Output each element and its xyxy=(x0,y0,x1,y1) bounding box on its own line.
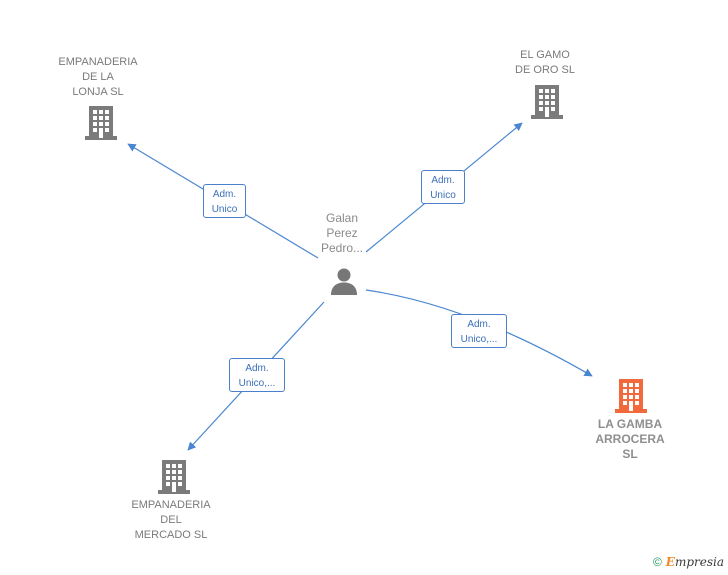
company-label-gamo-de-oro[interactable]: EL GAMO DE ORO SL xyxy=(515,49,575,76)
company-label-gamba-arrocera[interactable]: LA GAMBA ARROCERA SL xyxy=(595,417,665,461)
building-icon[interactable] xyxy=(531,83,563,119)
role-label[interactable]: Adm. Unico xyxy=(421,170,465,204)
person-icon[interactable] xyxy=(329,266,359,296)
building-icon[interactable] xyxy=(158,458,190,494)
role-label[interactable]: Adm. Unico,... xyxy=(229,358,285,392)
role-label[interactable]: Adm. Unico,... xyxy=(451,314,507,348)
building-icon[interactable] xyxy=(85,104,117,140)
building-icon-highlighted[interactable] xyxy=(615,377,647,413)
person-name[interactable]: Galan Perez Pedro... xyxy=(320,211,364,255)
role-label[interactable]: Adm. Unico xyxy=(203,184,246,218)
company-label-empanaderia-lonja[interactable]: EMPANADERIA DE LA LONJA SL xyxy=(58,56,138,98)
company-label-empanaderia-mercado[interactable]: EMPANADERIA DEL MERCADO SL xyxy=(131,499,211,541)
copyright-icon: © xyxy=(652,555,662,569)
brand-logo: Empresia xyxy=(665,555,724,569)
brand-footer: © Empresia xyxy=(653,555,724,569)
